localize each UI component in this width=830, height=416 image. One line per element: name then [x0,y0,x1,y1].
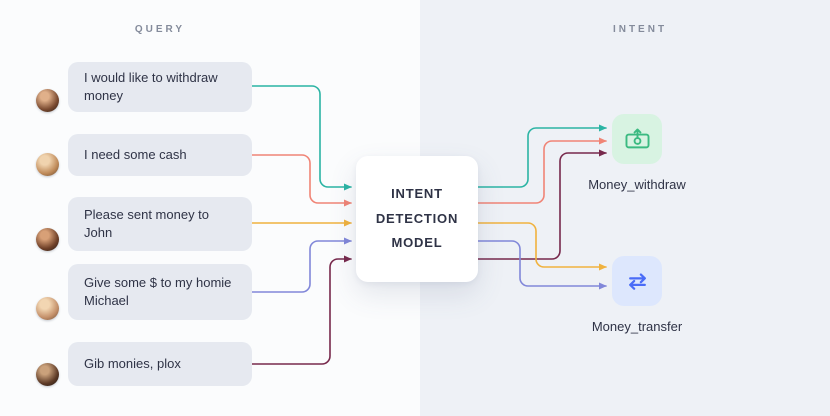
user-avatar [36,297,59,320]
query-bubble: Give some $ to my homie Michael [68,264,252,320]
wire-query1-to-model [251,85,352,191]
money-transfer-icon [612,256,662,306]
query-column-header: QUERY [134,24,186,35]
intent-label: Money_transfer [591,319,683,334]
intent-column-header: INTENT [612,24,668,35]
intent-label: Money_withdraw [588,177,686,192]
wire-query5-to-model [251,255,352,365]
money-withdraw-glyph [625,128,649,148]
intent-detection-model: INTENT DETECTION MODEL [356,156,478,282]
user-avatar [36,89,59,112]
query-bubble: Gib monies, plox [68,342,252,386]
intent-background-panel [420,0,830,416]
money-withdraw-icon [612,114,662,164]
wire-query4-to-model [251,237,352,293]
query-bubble: I would like to withdraw money [68,62,252,112]
user-avatar [36,153,59,176]
query-bubble: I need some cash [68,134,252,176]
wire-query2-to-model [251,154,352,207]
user-avatar [36,363,59,386]
query-bubble: Please sent money to John [68,197,252,251]
user-avatar [36,228,59,251]
intent-money-transfer: Money_transfer [562,256,712,334]
intent-money-withdraw: Money_withdraw [562,114,712,192]
money-transfer-glyph [628,272,646,290]
